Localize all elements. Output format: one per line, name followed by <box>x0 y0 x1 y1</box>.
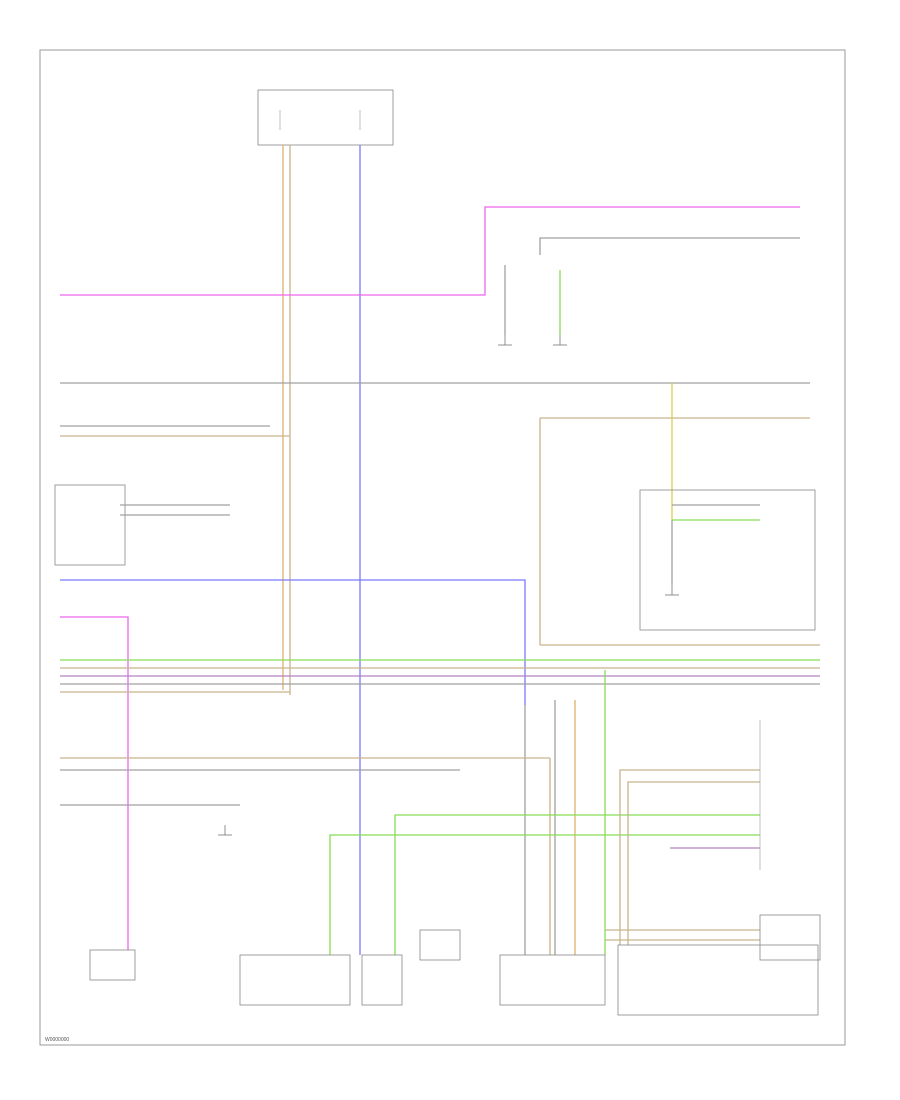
module-bottom-right <box>617 944 819 1016</box>
module-bottom-left <box>89 949 136 981</box>
module-right <box>639 489 816 631</box>
module-bottom-center-right <box>499 954 606 1006</box>
wire-green-lower-loop <box>329 834 760 955</box>
module-bottom-switch <box>419 929 461 961</box>
diagram-frame <box>39 49 846 1046</box>
connector-right-lower <box>759 914 821 961</box>
wire-grey-upper-right <box>539 237 800 255</box>
ground-symbol-right <box>665 585 679 596</box>
wire-bundle-660 <box>60 659 820 693</box>
module-bottom-center <box>361 954 403 1006</box>
wire-pink-lower <box>60 616 129 950</box>
wire-green-lower-2 <box>394 814 760 955</box>
module-bottom-center-left <box>239 954 351 1006</box>
wire-tan-right-1 <box>619 769 760 945</box>
relay-left <box>54 484 126 566</box>
wire-blue-h-580 <box>60 579 526 705</box>
ground-symbol-lower <box>218 825 232 836</box>
footer-code: W0000000 <box>45 1037 69 1043</box>
wire-pink-top <box>60 206 800 296</box>
wire-tan-right-2 <box>627 781 760 945</box>
fuse-box-top <box>257 89 394 146</box>
ground-symbol-upper <box>498 335 567 346</box>
